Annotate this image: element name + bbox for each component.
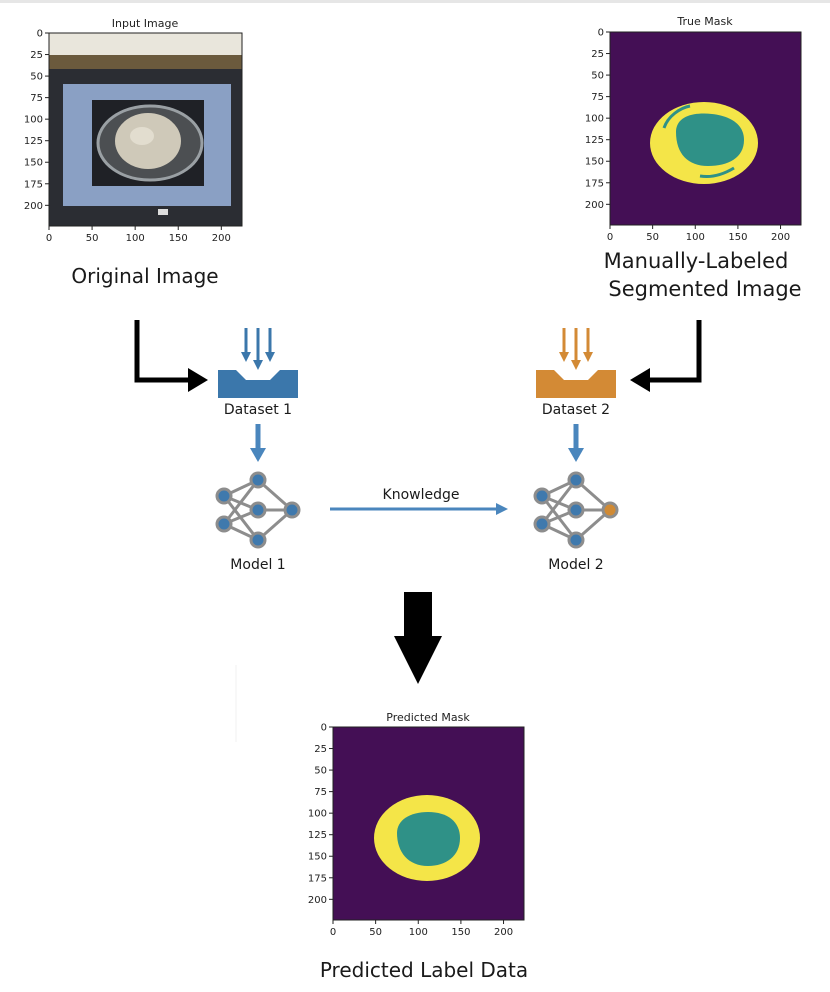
y-tick-label: 0 (598, 28, 604, 39)
x-tick-label: 50 (369, 927, 382, 938)
dataset2-label: Dataset 2 (542, 402, 610, 418)
y-tick-label: 25 (30, 50, 43, 61)
predicted-mask-axes: 0 25 50 75 100 125 150 175 200 0 50 100 150 200 (308, 723, 513, 939)
predicted-mask-image (333, 727, 524, 920)
x-tick-label: 100 (686, 232, 705, 243)
input-photo (49, 33, 242, 226)
x-tick-label: 0 (46, 233, 52, 244)
y-tick-label: 25 (314, 744, 327, 755)
y-tick-label: 100 (24, 115, 43, 126)
input-image-title: Input Image (112, 17, 179, 30)
y-tick-label: 75 (314, 787, 327, 798)
window-top-border (0, 0, 830, 3)
x-tick-label: 150 (169, 233, 188, 244)
y-tick-label: 175 (585, 178, 604, 189)
y-tick-label: 25 (591, 49, 604, 60)
dataset2-to-model2-arrow (568, 424, 584, 462)
predicted-label-caption: Predicted Label Data (320, 958, 528, 982)
original-image-caption: Original Image (71, 264, 218, 288)
y-tick-label: 175 (308, 873, 327, 884)
true-mask-panel: True Mask 0 25 50 75 100 125 150 175 200 0 50 100 15… (585, 15, 802, 301)
y-tick-label: 0 (37, 29, 43, 40)
y-tick-label: 100 (585, 114, 604, 125)
y-tick-label: 0 (321, 723, 327, 734)
manual-label-caption-line2: Segmented Image (608, 277, 801, 301)
x-tick-label: 50 (86, 233, 99, 244)
predicted-mask-title: Predicted Mask (386, 711, 470, 724)
model1-label: Model 1 (230, 557, 285, 573)
y-tick-label: 125 (308, 830, 327, 841)
x-tick-label: 100 (409, 927, 428, 938)
y-tick-label: 50 (314, 766, 327, 777)
x-tick-label: 200 (212, 233, 231, 244)
knowledge-transfer-arrow (330, 503, 508, 515)
y-tick-label: 150 (308, 852, 327, 863)
y-tick-label: 200 (585, 200, 604, 211)
y-tick-label: 150 (585, 157, 604, 168)
y-tick-label: 125 (24, 136, 43, 147)
input-image-axes: 0 25 50 75 100 125 150 175 200 0 50 100 150 200 (24, 29, 231, 245)
dataset1-to-model1-arrow (250, 424, 266, 462)
y-tick-label: 150 (24, 158, 43, 169)
manual-label-caption-line1: Manually-Labeled (604, 249, 789, 273)
true-mask-image (610, 32, 801, 225)
true-mask-axes: 0 25 50 75 100 125 150 175 200 0 50 100 150 200 (585, 28, 790, 244)
model1-network-icon (215, 471, 301, 549)
x-tick-label: 150 (728, 232, 747, 243)
y-tick-label: 75 (30, 93, 43, 104)
predicted-mask-panel: Predicted Mask 0 25 50 75 100 125 150 175 200 0 50… (308, 711, 528, 982)
x-tick-label: 150 (451, 927, 470, 938)
segmented-to-dataset2-arrow (630, 320, 702, 392)
model2-network-icon (533, 471, 619, 549)
y-tick-label: 200 (308, 895, 327, 906)
y-tick-label: 100 (308, 809, 327, 820)
x-tick-label: 0 (607, 232, 613, 243)
dataset2-icon (536, 328, 616, 398)
true-mask-title: True Mask (676, 15, 733, 28)
x-tick-label: 200 (771, 232, 790, 243)
input-image-panel: Input Image 0 25 50 75 100 125 150 175 200 0 50 100… (24, 17, 243, 288)
y-tick-label: 50 (30, 72, 43, 83)
model2-label: Model 2 (548, 557, 603, 573)
y-tick-label: 175 (24, 179, 43, 190)
knowledge-label: Knowledge (383, 487, 460, 503)
y-tick-label: 200 (24, 201, 43, 212)
x-tick-label: 0 (330, 927, 336, 938)
original-to-dataset1-arrow (134, 320, 208, 392)
x-tick-label: 100 (126, 233, 145, 244)
model-to-prediction-arrow (394, 592, 442, 684)
dataset1-icon (218, 328, 298, 398)
dataset1-label: Dataset 1 (224, 402, 292, 418)
y-tick-label: 125 (585, 135, 604, 146)
x-tick-label: 50 (646, 232, 659, 243)
x-tick-label: 200 (494, 927, 513, 938)
y-tick-label: 50 (591, 71, 604, 82)
y-tick-label: 75 (591, 92, 604, 103)
